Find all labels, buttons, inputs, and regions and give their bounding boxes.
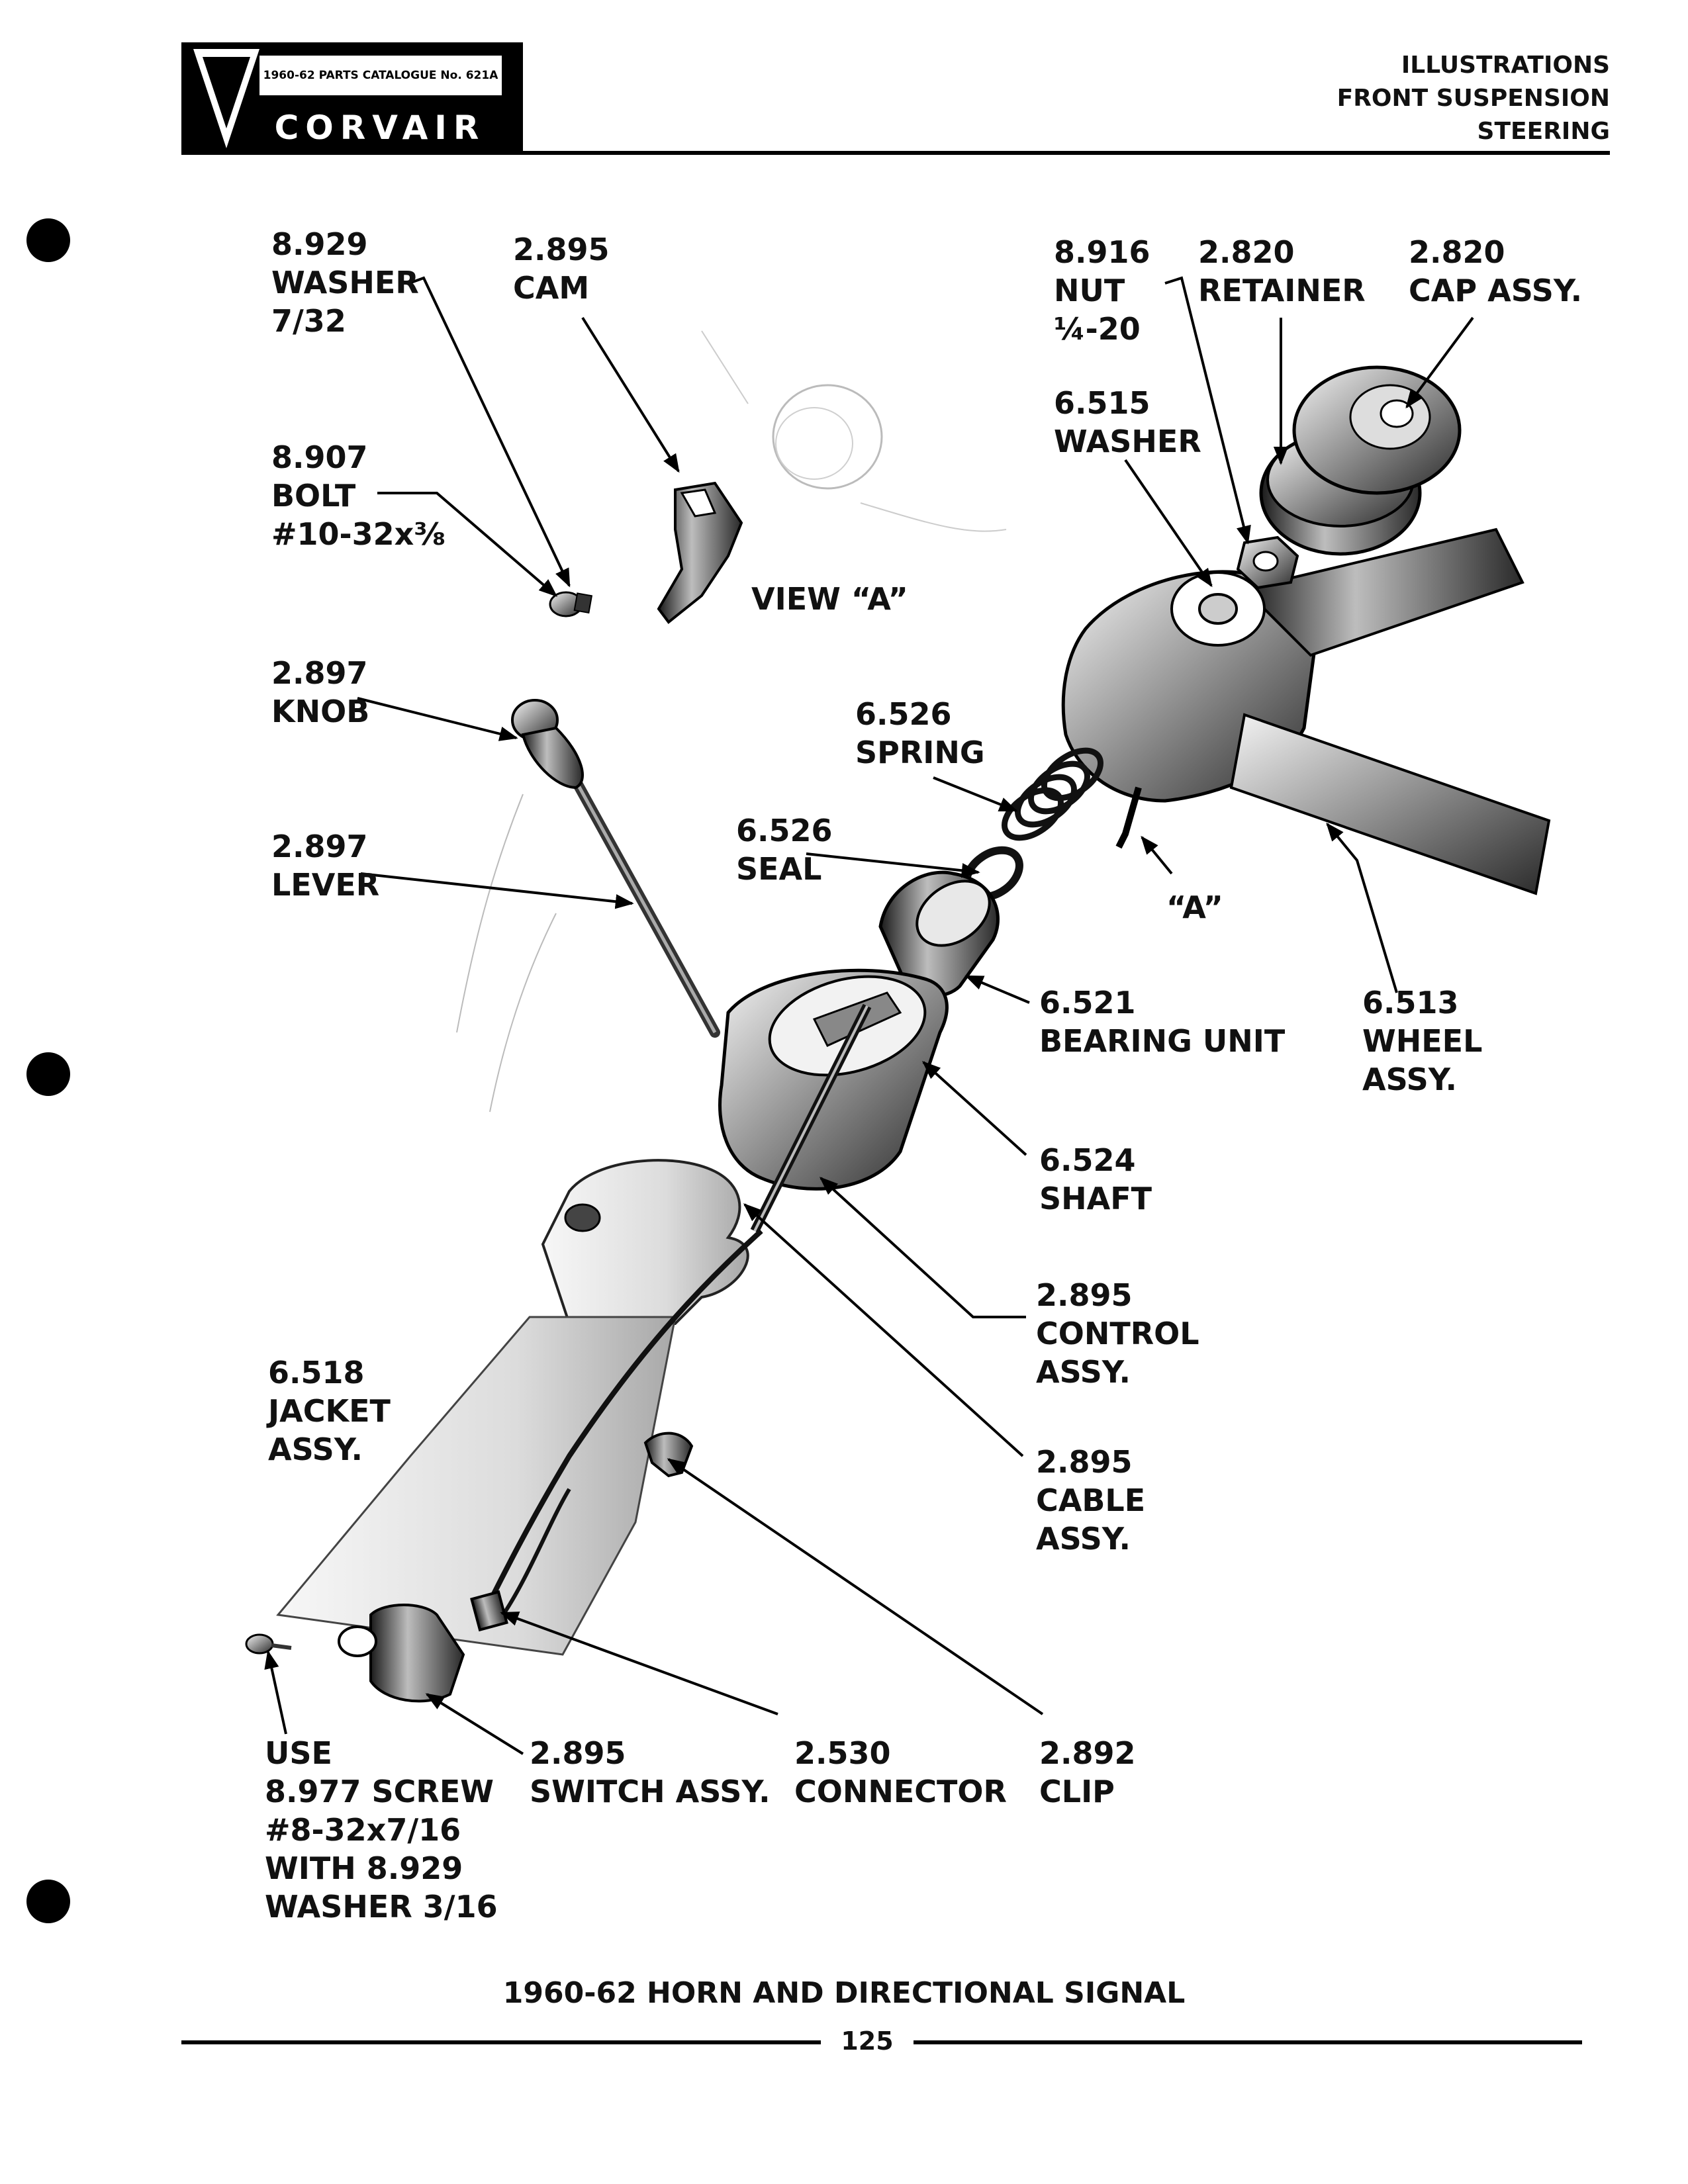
cap-part bbox=[1292, 365, 1462, 495]
nut-part bbox=[1236, 535, 1299, 590]
corvair-logo: 1960-62 PARTS CATALOGUE No. 621A CORVAIR bbox=[181, 42, 523, 155]
connector-part bbox=[470, 1590, 508, 1632]
switch-part bbox=[338, 1604, 465, 1703]
binder-hole-bottom bbox=[26, 1880, 70, 1923]
bearing-unit-part bbox=[878, 870, 1000, 998]
footer-rule-right bbox=[914, 2040, 1582, 2044]
section-title: FRONT SUSPENSION bbox=[1336, 85, 1610, 112]
section-titles: ILLUSTRATIONS FRONT SUSPENSION STEERING bbox=[1337, 49, 1610, 148]
section-title: STEERING bbox=[1477, 118, 1610, 145]
section-title: ILLUSTRATIONS bbox=[1401, 52, 1610, 79]
spring-part bbox=[1002, 747, 1103, 841]
bolt-part bbox=[549, 591, 593, 617]
page-number: 125 bbox=[841, 2026, 894, 2056]
steering-wheel bbox=[1061, 527, 1551, 895]
footer-rule-left bbox=[181, 2040, 821, 2044]
screw-part bbox=[245, 1633, 292, 1655]
corvair-emblem-icon bbox=[193, 49, 259, 148]
shaft-part bbox=[750, 1003, 872, 1234]
guide-lines bbox=[456, 794, 557, 1113]
cam-part bbox=[657, 481, 743, 624]
binder-hole-middle bbox=[26, 1052, 70, 1096]
binder-hole-top bbox=[26, 218, 70, 262]
leader-lines bbox=[264, 276, 1474, 1755]
view-a-housing bbox=[701, 330, 1007, 532]
catalogue-number: 1960-62 PARTS CATALOGUE No. 621A bbox=[259, 56, 502, 95]
label-view-a: VIEW “A” bbox=[751, 581, 908, 617]
turn-signal-lever bbox=[511, 699, 720, 1038]
label-a-marker: “A” bbox=[1166, 889, 1223, 925]
cable-part bbox=[481, 1229, 763, 1616]
jacket-part bbox=[276, 1159, 749, 1656]
header-rule bbox=[181, 151, 1610, 155]
figure-caption: 1960-62 HORN AND DIRECTIONAL SIGNAL bbox=[502, 1976, 1186, 2010]
brand-name: CORVAIR bbox=[274, 109, 486, 147]
